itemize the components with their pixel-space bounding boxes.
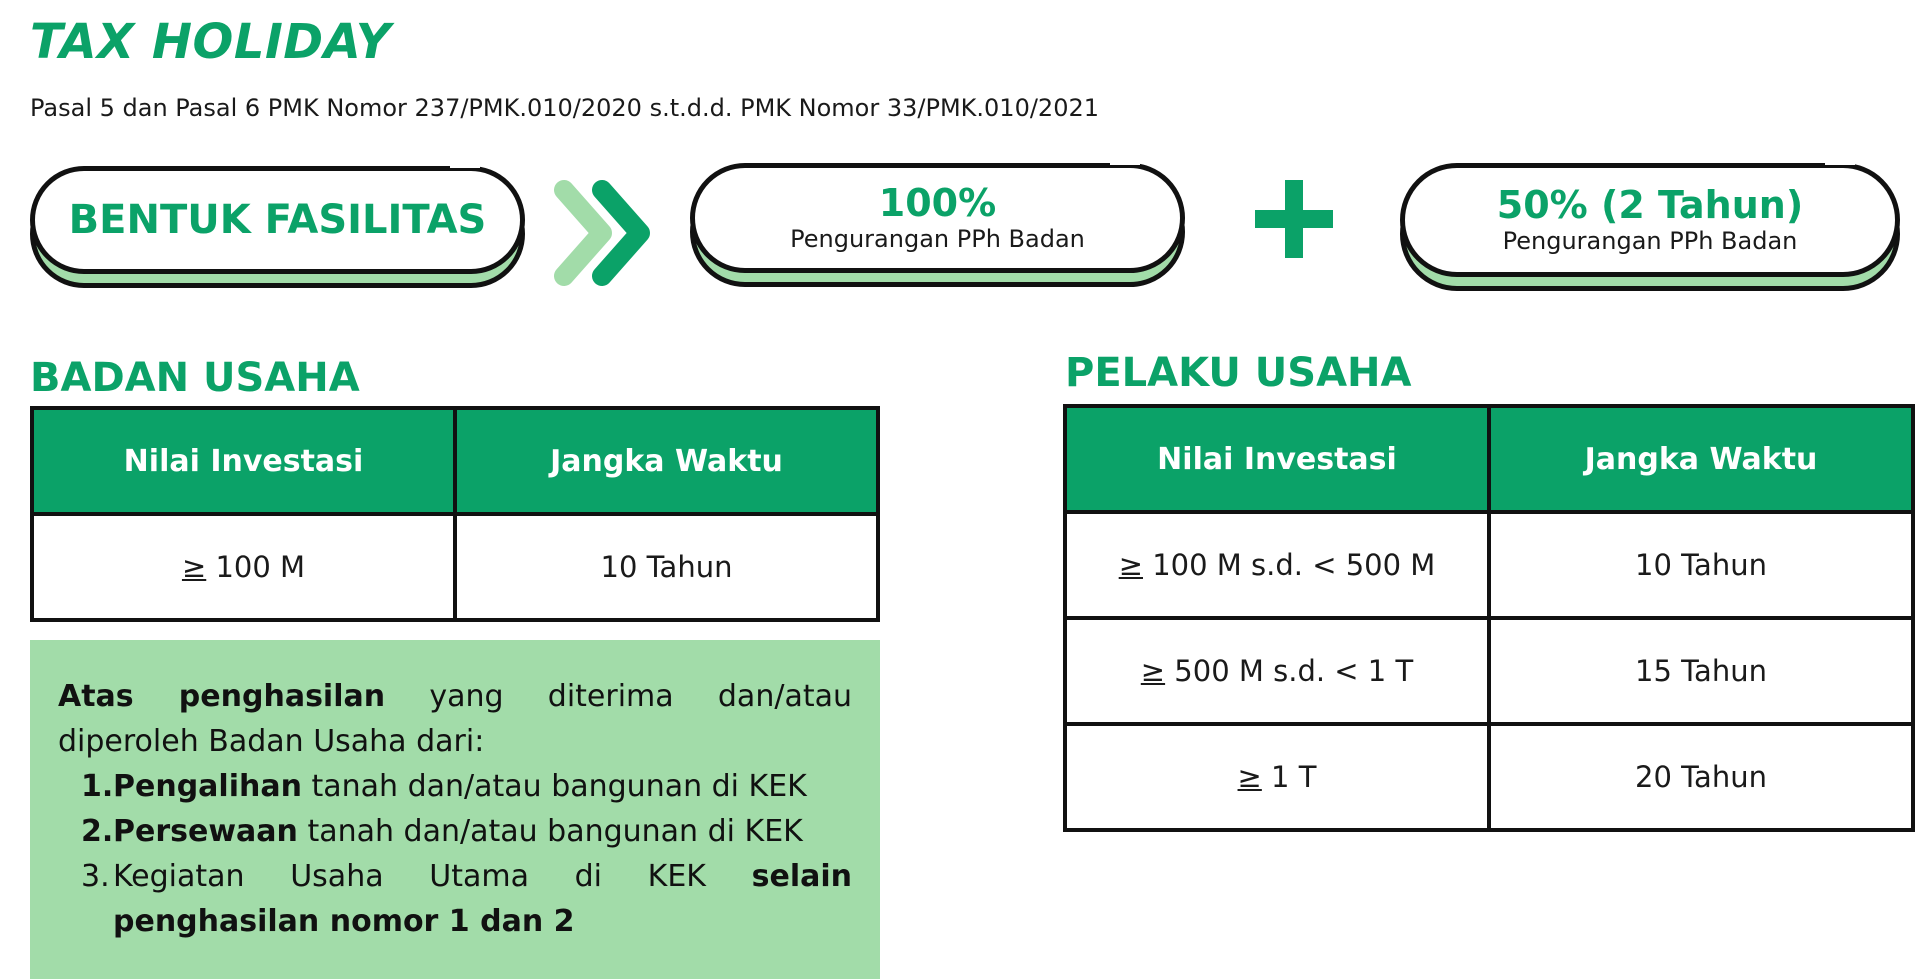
badan-usaha-table: Nilai Investasi Jangka Waktu ≥ 100 M 10 …: [30, 406, 880, 622]
duration-cell: 15 Tahun: [1487, 616, 1915, 726]
list-item-bold: Persewaan: [113, 814, 298, 849]
table-row: ≥ 1 T 20 Tahun: [1063, 722, 1915, 832]
investment-cell: ≥ 500 M s.d. < 1 T: [1063, 616, 1491, 726]
investment-cell: ≥ 1 T: [1063, 722, 1491, 832]
column-header: Jangka Waktu: [453, 406, 880, 516]
list-item-text: Kegiatan Usaha Utama di KEK: [113, 859, 752, 894]
column-header: Nilai Investasi: [1063, 404, 1491, 514]
note-intro-text: yang diterima dan/atau diperoleh Badan U…: [58, 679, 852, 759]
plus-icon: [1255, 180, 1333, 258]
facility-first-caption: Pengurangan PPh Badan: [790, 224, 1085, 253]
investment-cell: ≥ 100 M s.d. < 500 M: [1063, 510, 1491, 620]
duration-cell: 20 Tahun: [1487, 722, 1915, 832]
investment-value: 100 M: [206, 550, 306, 584]
page-title: TAX HOLIDAY: [30, 14, 392, 70]
gte-symbol: ≥: [1237, 760, 1262, 794]
facility-label: BENTUK FASILITAS: [68, 197, 487, 243]
list-item: 3.Kegiatan Usaha Utama di KEK selain pen…: [81, 854, 852, 944]
investment-value: 500 M s.d. < 1 T: [1165, 654, 1414, 688]
page-subtitle: Pasal 5 dan Pasal 6 PMK Nomor 237/PMK.01…: [30, 94, 1099, 122]
column-header: Nilai Investasi: [30, 406, 457, 516]
list-item-bold: Pengalihan: [113, 769, 302, 804]
facility-second-caption: Pengurangan PPh Badan: [1502, 226, 1798, 255]
duration-cell: 10 Tahun: [453, 512, 880, 622]
gte-symbol: ≥: [1140, 654, 1166, 688]
badan-usaha-heading: BADAN USAHA: [30, 355, 360, 401]
pelaku-usaha-table: Nilai Investasi Jangka Waktu ≥ 100 M s.d…: [1063, 404, 1915, 832]
investment-value: 1 T: [1261, 760, 1317, 794]
facility-first-badge: 100% Pengurangan PPh Badan: [690, 156, 1185, 287]
facility-second-value: 50% (2 Tahun): [1496, 183, 1804, 228]
gte-symbol: ≥: [181, 550, 207, 584]
pelaku-usaha-heading: PELAKU USAHA: [1065, 350, 1412, 396]
duration-cell: 10 Tahun: [1487, 510, 1915, 620]
note-intro: Atas penghasilan yang diterima dan/atau …: [58, 674, 852, 764]
list-item-bold: selain penghasilan nomor 1 dan 2: [113, 859, 852, 939]
note-list: 1.Pengalihan tanah dan/atau bangunan di …: [58, 764, 852, 944]
table-row: ≥ 100 M s.d. < 500 M 10 Tahun: [1063, 510, 1915, 620]
investment-cell: ≥ 100 M: [30, 512, 457, 622]
table-row: ≥ 100 M 10 Tahun: [30, 512, 880, 622]
gte-symbol: ≥: [1118, 548, 1143, 582]
table-header-row: Nilai Investasi Jangka Waktu: [1063, 404, 1915, 514]
list-number: 3.: [81, 859, 110, 894]
facility-label-badge: BENTUK FASILITAS: [30, 159, 525, 288]
table-row: ≥ 500 M s.d. < 1 T 15 Tahun: [1063, 616, 1915, 726]
double-chevron-right-icon: [554, 180, 650, 286]
investment-value: 100 M s.d. < 500 M: [1143, 548, 1436, 582]
list-number: 2.: [81, 814, 114, 849]
list-item: 2.Persewaan tanah dan/atau bangunan di K…: [81, 809, 852, 854]
list-item-text: tanah dan/atau bangunan di KEK: [297, 814, 803, 849]
income-note-box: Atas penghasilan yang diterima dan/atau …: [30, 640, 880, 979]
note-intro-bold: Atas penghasilan: [58, 679, 386, 714]
table-header-row: Nilai Investasi Jangka Waktu: [30, 406, 880, 516]
list-number: 1.: [81, 769, 114, 804]
list-item: 1.Pengalihan tanah dan/atau bangunan di …: [81, 764, 852, 809]
facility-first-value: 100%: [878, 181, 997, 226]
list-item-text: tanah dan/atau bangunan di KEK: [301, 769, 807, 804]
column-header: Jangka Waktu: [1487, 404, 1915, 514]
facility-second-badge: 50% (2 Tahun) Pengurangan PPh Badan: [1400, 156, 1900, 291]
